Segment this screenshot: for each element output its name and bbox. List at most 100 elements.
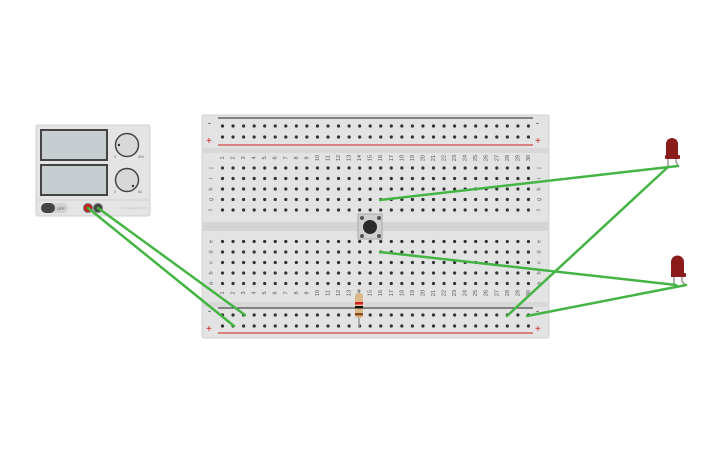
breadboard-hole[interactable] [400, 260, 404, 265]
breadboard-hole[interactable] [284, 239, 288, 244]
breadboard-hole[interactable] [273, 187, 277, 191]
breadboard-hole[interactable] [379, 324, 383, 328]
breadboard-hole[interactable] [263, 166, 267, 170]
breadboard-hole[interactable] [442, 313, 446, 317]
wire-supply-positive[interactable] [86, 206, 236, 328]
breadboard-hole[interactable] [442, 260, 446, 265]
breadboard-hole[interactable] [284, 250, 288, 254]
breadboard-hole[interactable] [526, 187, 531, 191]
breadboard-hole[interactable] [389, 239, 393, 244]
breadboard-hole[interactable] [516, 166, 520, 170]
breadboard-hole[interactable] [421, 176, 425, 181]
breadboard-hole[interactable] [463, 271, 467, 275]
breadboard-hole[interactable] [410, 250, 414, 254]
breadboard-hole[interactable] [484, 135, 488, 139]
breadboard-hole[interactable] [400, 324, 404, 328]
breadboard-hole[interactable] [263, 197, 267, 202]
breadboard-hole[interactable] [220, 135, 225, 139]
breadboard-hole[interactable] [516, 250, 520, 254]
breadboard-hole[interactable] [284, 313, 288, 317]
breadboard-hole[interactable] [263, 281, 267, 286]
breadboard-hole[interactable] [336, 250, 341, 254]
breadboard-hole[interactable] [358, 176, 362, 181]
breadboard-hole[interactable] [431, 281, 436, 286]
breadboard-hole[interactable] [410, 208, 414, 212]
current-knob[interactable] [114, 167, 140, 193]
breadboard-hole[interactable] [400, 250, 404, 254]
breadboard-hole[interactable] [284, 271, 288, 275]
breadboard-hole[interactable] [505, 281, 509, 286]
breadboard-hole[interactable] [305, 281, 309, 286]
breadboard-hole[interactable] [495, 176, 499, 181]
breadboard-hole[interactable] [220, 324, 225, 328]
breadboard-hole[interactable] [368, 187, 372, 191]
breadboard-hole[interactable] [495, 124, 499, 128]
breadboard-hole[interactable] [526, 135, 531, 139]
breadboard-hole[interactable] [326, 281, 330, 286]
breadboard-hole[interactable] [231, 260, 235, 265]
breadboard-hole[interactable] [442, 281, 446, 286]
breadboard-hole[interactable] [379, 208, 383, 212]
breadboard-hole[interactable] [474, 208, 478, 212]
breadboard-hole[interactable] [474, 313, 478, 317]
breadboard-hole[interactable] [252, 324, 256, 328]
breadboard-hole[interactable] [495, 313, 499, 317]
breadboard-hole[interactable] [273, 208, 277, 212]
breadboard-hole[interactable] [484, 124, 488, 128]
led-2[interactable] [671, 255, 686, 286]
breadboard-hole[interactable] [263, 324, 267, 328]
breadboard-hole[interactable] [410, 176, 414, 181]
breadboard-hole[interactable] [305, 324, 309, 328]
breadboard-hole[interactable] [505, 135, 509, 139]
breadboard-hole[interactable] [421, 271, 425, 275]
breadboard-hole[interactable] [516, 281, 520, 286]
breadboard-hole[interactable] [421, 208, 425, 212]
breadboard-hole[interactable] [347, 271, 351, 275]
breadboard-hole[interactable] [294, 260, 298, 265]
breadboard-hole[interactable] [336, 239, 341, 244]
breadboard-hole[interactable] [431, 271, 436, 275]
breadboard-hole[interactable] [263, 124, 267, 128]
breadboard-hole[interactable] [358, 197, 362, 202]
breadboard-hole[interactable] [347, 260, 351, 265]
breadboard-hole[interactable] [336, 135, 341, 139]
breadboard-hole[interactable] [273, 281, 277, 286]
breadboard-hole[interactable] [453, 271, 457, 275]
breadboard-hole[interactable] [379, 281, 383, 286]
breadboard-hole[interactable] [242, 166, 246, 170]
breadboard-hole[interactable] [400, 281, 404, 286]
breadboard-hole[interactable] [220, 197, 225, 202]
breadboard-hole[interactable] [326, 239, 330, 244]
breadboard-hole[interactable] [463, 313, 467, 317]
breadboard-hole[interactable] [505, 166, 509, 170]
breadboard-hole[interactable] [410, 260, 414, 265]
breadboard-hole[interactable] [453, 166, 457, 170]
breadboard-hole[interactable] [294, 239, 298, 244]
breadboard-hole[interactable] [315, 260, 320, 265]
breadboard-hole[interactable] [495, 260, 499, 265]
breadboard-hole[interactable] [242, 124, 246, 128]
breadboard-hole[interactable] [516, 271, 520, 275]
breadboard-hole[interactable] [431, 187, 436, 191]
breadboard-hole[interactable] [400, 187, 404, 191]
breadboard-hole[interactable] [273, 135, 277, 139]
breadboard-hole[interactable] [242, 187, 246, 191]
breadboard-hole[interactable] [484, 197, 488, 202]
breadboard-hole[interactable] [336, 313, 341, 317]
breadboard-hole[interactable] [358, 239, 362, 244]
breadboard-hole[interactable] [252, 208, 256, 212]
breadboard-hole[interactable] [389, 208, 393, 212]
breadboard-hole[interactable] [284, 187, 288, 191]
breadboard-hole[interactable] [284, 208, 288, 212]
breadboard-hole[interactable] [484, 239, 488, 244]
breadboard-hole[interactable] [389, 166, 393, 170]
breadboard-hole[interactable] [358, 135, 362, 139]
breadboard-hole[interactable] [484, 166, 488, 170]
breadboard-hole[interactable] [347, 281, 351, 286]
breadboard-hole[interactable] [410, 124, 414, 128]
breadboard-hole[interactable] [410, 166, 414, 170]
breadboard-hole[interactable] [326, 197, 330, 202]
breadboard-hole[interactable] [400, 208, 404, 212]
breadboard-hole[interactable] [305, 208, 309, 212]
breadboard-hole[interactable] [368, 250, 372, 254]
